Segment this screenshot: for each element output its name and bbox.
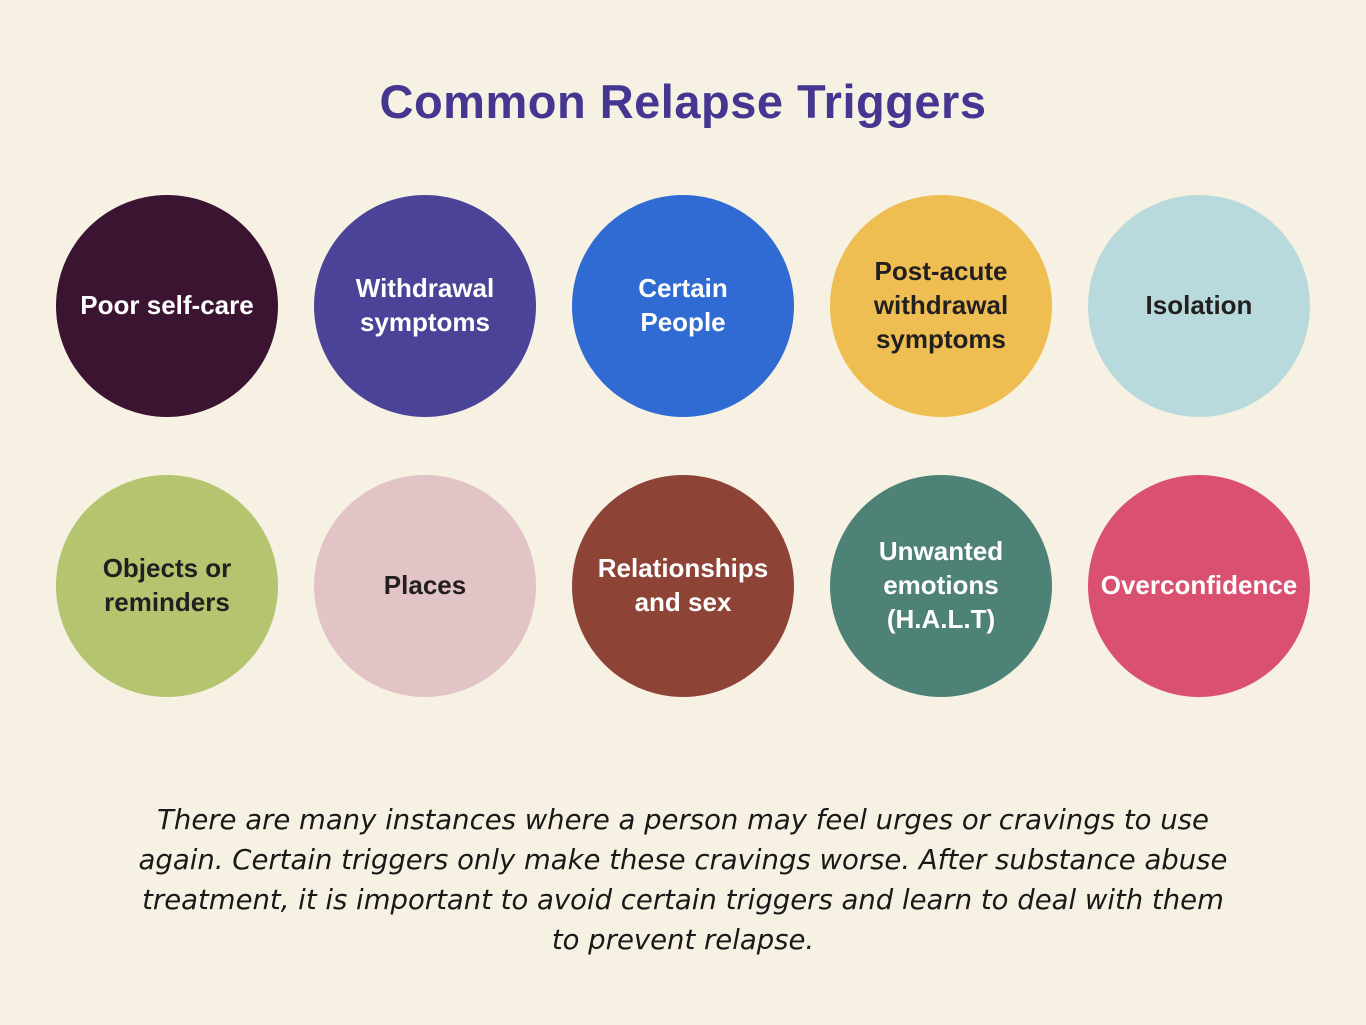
trigger-circle-overconfidence: Overconfidence (1088, 475, 1310, 697)
trigger-label: Overconfidence (1100, 570, 1298, 601)
trigger-row-2: Objects or reminders Places Relationship… (0, 475, 1366, 697)
trigger-label: Poor self-care (80, 290, 254, 321)
trigger-row-1: Poor self-care Withdrawal symptoms Certa… (0, 195, 1366, 417)
page-title: Common Relapse Triggers (379, 75, 987, 128)
trigger-label: Certain People (638, 273, 728, 337)
trigger-circle-isolation: Isolation (1088, 195, 1310, 417)
trigger-circle-withdrawal-symptoms: Withdrawal symptoms (314, 195, 536, 417)
trigger-circle-relationships-and-sex: Relationships and sex (572, 475, 794, 697)
footer-description: There are many instances where a person … (138, 804, 1228, 956)
trigger-label: Isolation (1145, 290, 1253, 321)
trigger-label: Post-acute withdrawal symptoms (873, 256, 1009, 354)
trigger-circle-poor-self-care: Poor self-care (56, 195, 278, 417)
trigger-label: Places (383, 570, 467, 601)
trigger-label: Unwanted emotions (H.A.L.T) (878, 536, 1004, 634)
trigger-circle-objects-or-reminders: Objects or reminders (56, 475, 278, 697)
trigger-label: Relationships and sex (597, 553, 769, 617)
trigger-grid: Poor self-care Withdrawal symptoms Certa… (0, 195, 1366, 697)
trigger-circle-post-acute-withdrawal: Post-acute withdrawal symptoms (830, 195, 1052, 417)
trigger-circle-unwanted-emotions: Unwanted emotions (H.A.L.T) (830, 475, 1052, 697)
trigger-circle-certain-people: Certain People (572, 195, 794, 417)
trigger-circle-places: Places (314, 475, 536, 697)
trigger-label: Withdrawal symptoms (355, 273, 495, 337)
trigger-label: Objects or reminders (102, 553, 232, 617)
